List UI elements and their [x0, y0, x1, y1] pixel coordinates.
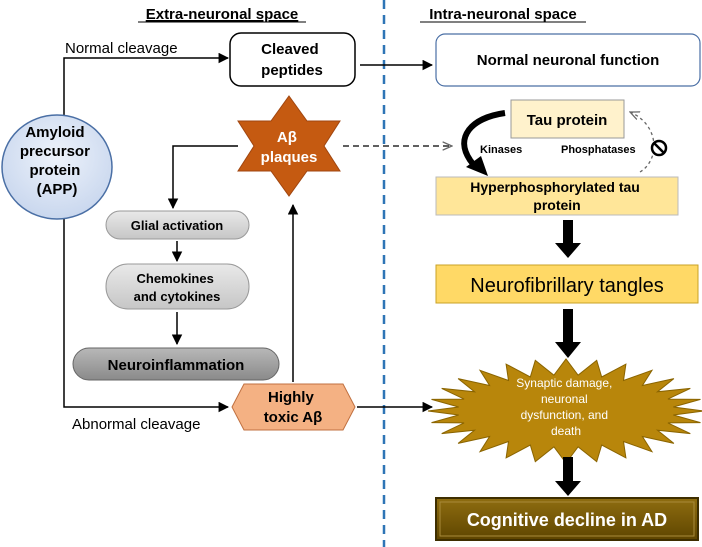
neuroinflammation-label: Neuroinflammation — [108, 357, 245, 374]
abeta-plaques-label: Aβ plaques — [261, 129, 318, 166]
toxic-abeta-node — [231, 383, 356, 431]
label-normal-cleavage: Normal cleavage — [65, 40, 178, 57]
cleaved-peptides-label: Cleaved peptides — [261, 41, 323, 79]
cognitive-decline-label: Cognitive decline in AD — [467, 510, 667, 530]
edge-plaques-to-glial — [167, 145, 238, 210]
app-label: Amyloid precursor protein (APP) — [20, 124, 94, 198]
hyper-tau-label: Hyperphosphorylated tau protein — [470, 179, 643, 213]
phosphatases-label: Phosphatases — [561, 144, 636, 156]
cleaved-peptides-node — [229, 32, 356, 87]
thick-arrow-synaptic-to-cognitive — [555, 457, 581, 496]
edge-normal-cleavage — [63, 52, 230, 118]
app-node — [1, 114, 113, 220]
kinases-arrow — [461, 110, 506, 170]
kinases-label: Kinases — [480, 144, 522, 156]
chemokines-label: Chemokines and cytokines — [134, 271, 221, 304]
normal-function-node — [435, 33, 701, 87]
toxic-abeta-label: Highly toxic Aβ — [264, 389, 323, 426]
normal-function-label: Normal neuronal function — [477, 52, 660, 69]
tau-protein-label: Tau protein — [527, 112, 608, 129]
header-extra-neuronal: Extra-neuronal space — [146, 6, 299, 23]
edge-abnormal-cleavage — [63, 215, 230, 413]
thick-arrow-hyper-to-nft — [555, 220, 581, 258]
nft-label: Neurofibrillary tangles — [470, 275, 663, 297]
hyper-tau-node — [435, 176, 679, 216]
glial-activation-label: Glial activation — [131, 218, 224, 233]
glial-activation-node — [105, 210, 250, 240]
synaptic-damage-label: Synaptic damage, neuronal dysfunction, a… — [516, 376, 615, 438]
header-intra-neuronal: Intra-neuronal space — [429, 6, 577, 23]
phosphatases-arrow — [630, 112, 655, 173]
inhibition-icon — [650, 139, 668, 157]
chemokines-node — [105, 263, 250, 310]
abeta-plaques-node — [237, 95, 341, 197]
synaptic-damage-node — [427, 358, 702, 464]
cognitive-decline-inner-border — [439, 501, 695, 537]
tau-protein-node — [510, 99, 625, 139]
kinases-arrow-head — [466, 156, 488, 176]
nft-node — [435, 264, 699, 304]
neuroinflammation-node — [72, 347, 280, 381]
thick-arrow-nft-to-synaptic — [555, 309, 581, 358]
cognitive-decline-node — [435, 497, 699, 541]
label-abnormal-cleavage: Abnormal cleavage — [72, 416, 200, 433]
